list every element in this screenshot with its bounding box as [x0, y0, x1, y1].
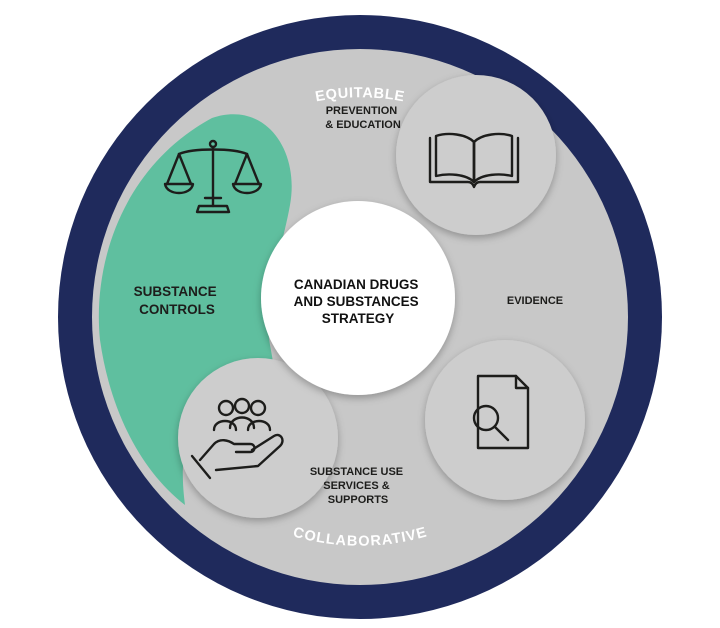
- hand-people-icon: [190, 397, 284, 480]
- center-circle: [261, 201, 455, 395]
- center-title: CANADIAN DRUGS AND SUBSTANCES STRATEGY: [294, 277, 423, 326]
- principle-right-label: COMPREHENSIVE: [672, 247, 698, 387]
- services-label: SUBSTANCE USE SERVICES & SUPPORTS: [310, 466, 406, 506]
- evidence-bubble: [425, 340, 585, 500]
- principle-left-label: COMPASSIONATE: [16, 248, 41, 386]
- prevention-label: PREVENTION & EDUCATION: [325, 105, 401, 131]
- controls-label: SUBSTANCE CONTROLS: [134, 284, 221, 317]
- services-bubble: [178, 358, 338, 518]
- prevention-bubble: [396, 75, 556, 235]
- scales-icon: [163, 139, 263, 214]
- evidence-label: EVIDENCE: [507, 295, 563, 307]
- document-search-icon: [472, 374, 530, 450]
- book-icon: [428, 132, 520, 189]
- principle-top-label: EQUITABLE: [314, 85, 406, 105]
